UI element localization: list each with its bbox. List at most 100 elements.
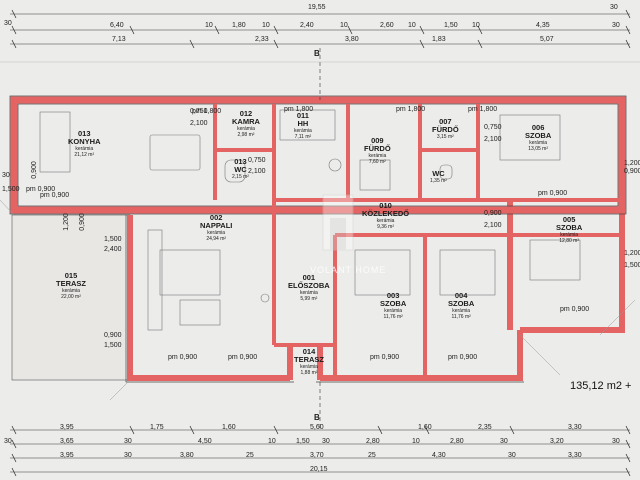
- room-num: 014: [302, 347, 316, 356]
- bottom-dim-2: 30: [612, 438, 620, 445]
- room-floor: kerámia: [560, 232, 579, 238]
- bottom-dim-1: 3,30: [568, 424, 582, 431]
- room-name: KONYHA: [68, 137, 101, 146]
- room-name: SZOBA: [380, 299, 407, 308]
- room-num: 004: [454, 291, 468, 300]
- room-label-szoba-004: 004 SZOBA kerámia 11,76 m²: [448, 291, 474, 321]
- room-floor: kerámia: [75, 146, 94, 152]
- room-floor: kerámia: [300, 364, 318, 370]
- opening-label: pm 0,900: [448, 354, 478, 361]
- room-name: FÜRDŐ: [364, 144, 391, 153]
- bottom-dim-3: 25: [368, 452, 376, 459]
- top-dim: 4,35: [536, 22, 550, 29]
- room-name: SZOBA: [525, 131, 552, 140]
- top-dim: 30: [4, 20, 12, 27]
- room-num: 006: [531, 123, 545, 132]
- room-num: 007: [439, 117, 452, 126]
- bottom-dim-1: 5,60: [310, 424, 324, 431]
- room-num: 013: [78, 129, 91, 138]
- room-area: 7,11 m²: [294, 134, 312, 140]
- bottom-dim-2: 10: [412, 438, 420, 445]
- top-dim: 2,40: [300, 22, 314, 29]
- opening-label: 0,750: [484, 124, 502, 131]
- top-overall-dimension: 19,55: [308, 4, 326, 11]
- opening-label: 0,900: [104, 332, 122, 339]
- room-floor: kerámia: [299, 290, 318, 296]
- bottom-dim-3: 3,30: [568, 452, 582, 459]
- top-dim: 6,40: [110, 22, 124, 29]
- bottom-dim-2: 4,50: [198, 438, 212, 445]
- top-dim: 1,50: [444, 22, 458, 29]
- opening-label: pm 1,800: [468, 106, 498, 113]
- bottom-dim-2: 30: [124, 438, 132, 445]
- room-num: 009: [371, 136, 384, 145]
- opening-label: pm 0,900: [228, 354, 258, 361]
- bottom-dim-2: 1,50: [296, 438, 310, 445]
- opening-label: 2,400: [104, 246, 122, 253]
- room-area: 7,60 m²: [368, 159, 386, 165]
- top-dim: 2,60: [380, 22, 394, 29]
- bottom-dim-3: 3,95: [60, 452, 74, 459]
- room-label-kamra: 012 KAMRA kerámia 2,98 m²: [232, 110, 260, 139]
- right-dim: 1,500: [624, 262, 640, 269]
- room-floor: kerámia: [62, 288, 80, 294]
- room-area: 2,98 m²: [237, 132, 255, 138]
- bottom-dim-1: 1,60: [222, 424, 236, 431]
- room-name: TERASZ: [56, 279, 86, 288]
- bottom-dim-2: 2,80: [450, 438, 464, 445]
- room-name: KÖZLEKEDŐ: [362, 209, 410, 218]
- room-label-terasz-014: 014 TERASZ kerámia 1,88 m²: [294, 347, 324, 377]
- bottom-dim-2: 3,65: [60, 438, 74, 445]
- top-dim: 10: [408, 22, 416, 29]
- room-label-wc: 013 WC 2,15 m²: [232, 158, 249, 181]
- opening-label: pm 0,900: [40, 192, 70, 199]
- room-name: HH: [297, 119, 309, 128]
- room-area: 12,80 m²: [559, 238, 579, 244]
- total-area: 135,12 m2 +: [570, 380, 632, 392]
- opening-label: pm 1,800: [284, 106, 314, 113]
- bottom-dim-3: 3,80: [180, 452, 194, 459]
- room-label-szoba-005: 005 SZOBA kerámia 12,80 m²: [556, 216, 583, 245]
- room-floor: kerámia: [294, 128, 312, 134]
- top-dim: 30: [612, 22, 620, 29]
- top-dim-3: 5,07: [540, 36, 554, 43]
- top-dim-3: 3,80: [345, 36, 359, 43]
- room-name: SZOBA: [556, 223, 583, 232]
- top-dim-3: 7,13: [112, 36, 126, 43]
- room-name: NAPPALI: [200, 221, 233, 230]
- room-area: 11,76 m²: [383, 314, 403, 320]
- bottom-dim-2: 30: [500, 438, 508, 445]
- room-floor: kerámia: [376, 218, 395, 224]
- top-dim-3: 2,33: [255, 36, 269, 43]
- left-dim: 1,200: [62, 213, 70, 231]
- room-num: 015: [64, 271, 78, 280]
- room-area: 1,35 m²: [430, 178, 447, 184]
- room-name: WC: [234, 165, 247, 174]
- room-label-hh: 011 HH kerámia 7,11 m²: [294, 112, 312, 141]
- section-mark-top: B: [314, 49, 320, 58]
- opening-label: 2,100: [484, 136, 502, 143]
- opening-label: 0,750: [248, 157, 266, 164]
- top-dim: 10: [340, 22, 348, 29]
- room-label-eloszoba: 001 ELŐSZOBA kerámia 5,99 m²: [288, 273, 330, 303]
- room-floor: kerámia: [452, 308, 471, 314]
- room-name: KAMRA: [232, 117, 260, 126]
- opening-label: 2,100: [190, 120, 208, 127]
- opening-label: 1,500: [104, 342, 122, 349]
- room-num: 001: [302, 273, 316, 282]
- opening-label: pm 0,900: [168, 354, 198, 361]
- bottom-dim-2: 30: [4, 438, 12, 445]
- room-floor: kerámia: [237, 126, 255, 132]
- opening-label: pm 0,900: [560, 306, 590, 313]
- right-dim: 0,900: [624, 168, 640, 175]
- room-area: 21,12 m²: [74, 152, 95, 158]
- room-label-konyha: 013 KONYHA kerámia 21,12 m²: [68, 129, 101, 159]
- room-num: 003: [386, 291, 400, 300]
- bottom-dim-3: 30: [124, 452, 132, 459]
- opening-label: pm 1,800: [396, 106, 426, 113]
- bottom-dim-2: 30: [322, 438, 330, 445]
- left-dim: 30: [2, 172, 10, 179]
- room-area: 13,05 m²: [528, 146, 548, 152]
- bottom-dim-3: 3,70: [310, 452, 324, 459]
